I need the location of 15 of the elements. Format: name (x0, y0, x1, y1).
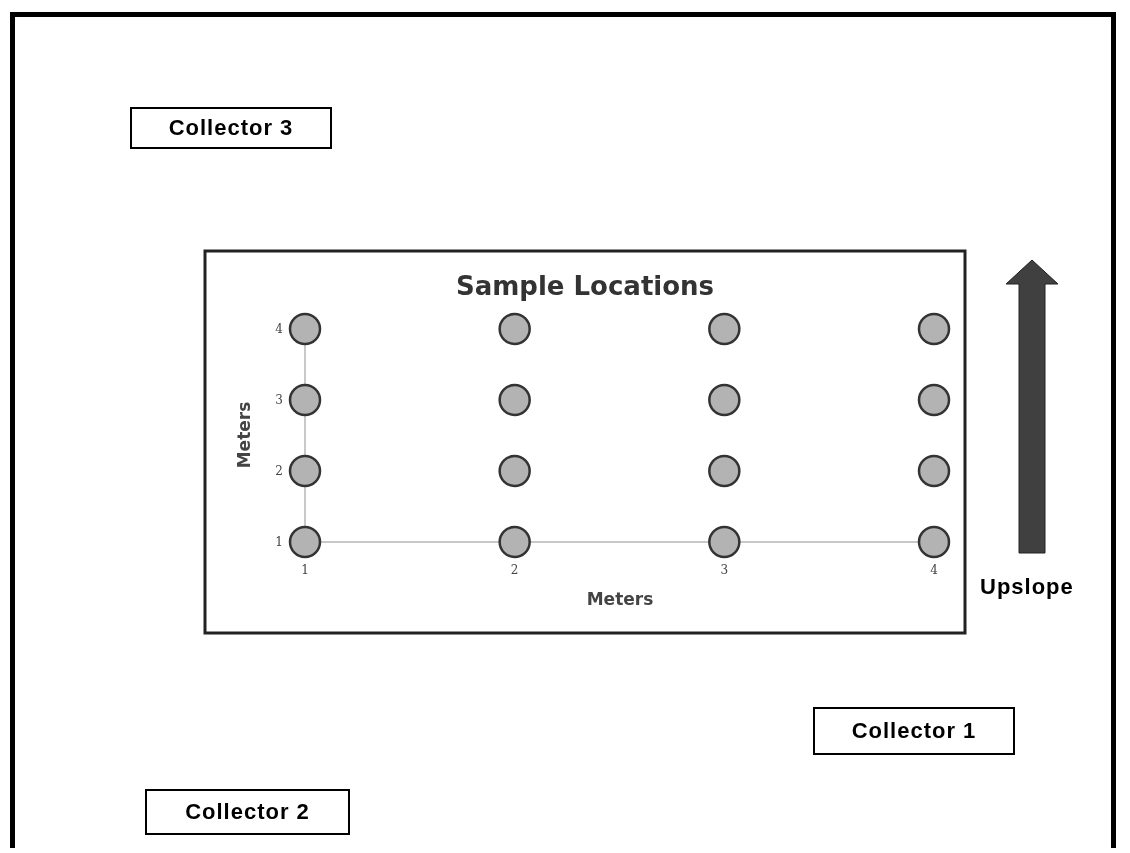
tick-label: 2 (510, 563, 519, 577)
tick-label: 1 (275, 535, 283, 549)
direction-label: Upslope (980, 574, 1074, 600)
tick-label: 1 (301, 563, 309, 577)
axis-title: Meters (586, 589, 654, 609)
label-box: Collector 2 (145, 789, 350, 835)
tick-label: 3 (275, 393, 283, 407)
label-box: Collector 3 (130, 107, 332, 149)
axis-title: Meters (234, 401, 254, 469)
tick-label: 4 (930, 563, 938, 577)
tick-label: 3 (720, 563, 729, 577)
chart-title: Sample Locations (455, 271, 715, 301)
tick-label: 4 (275, 322, 283, 336)
label-box: Collector 1 (813, 707, 1015, 755)
tick-label: 2 (275, 464, 283, 478)
